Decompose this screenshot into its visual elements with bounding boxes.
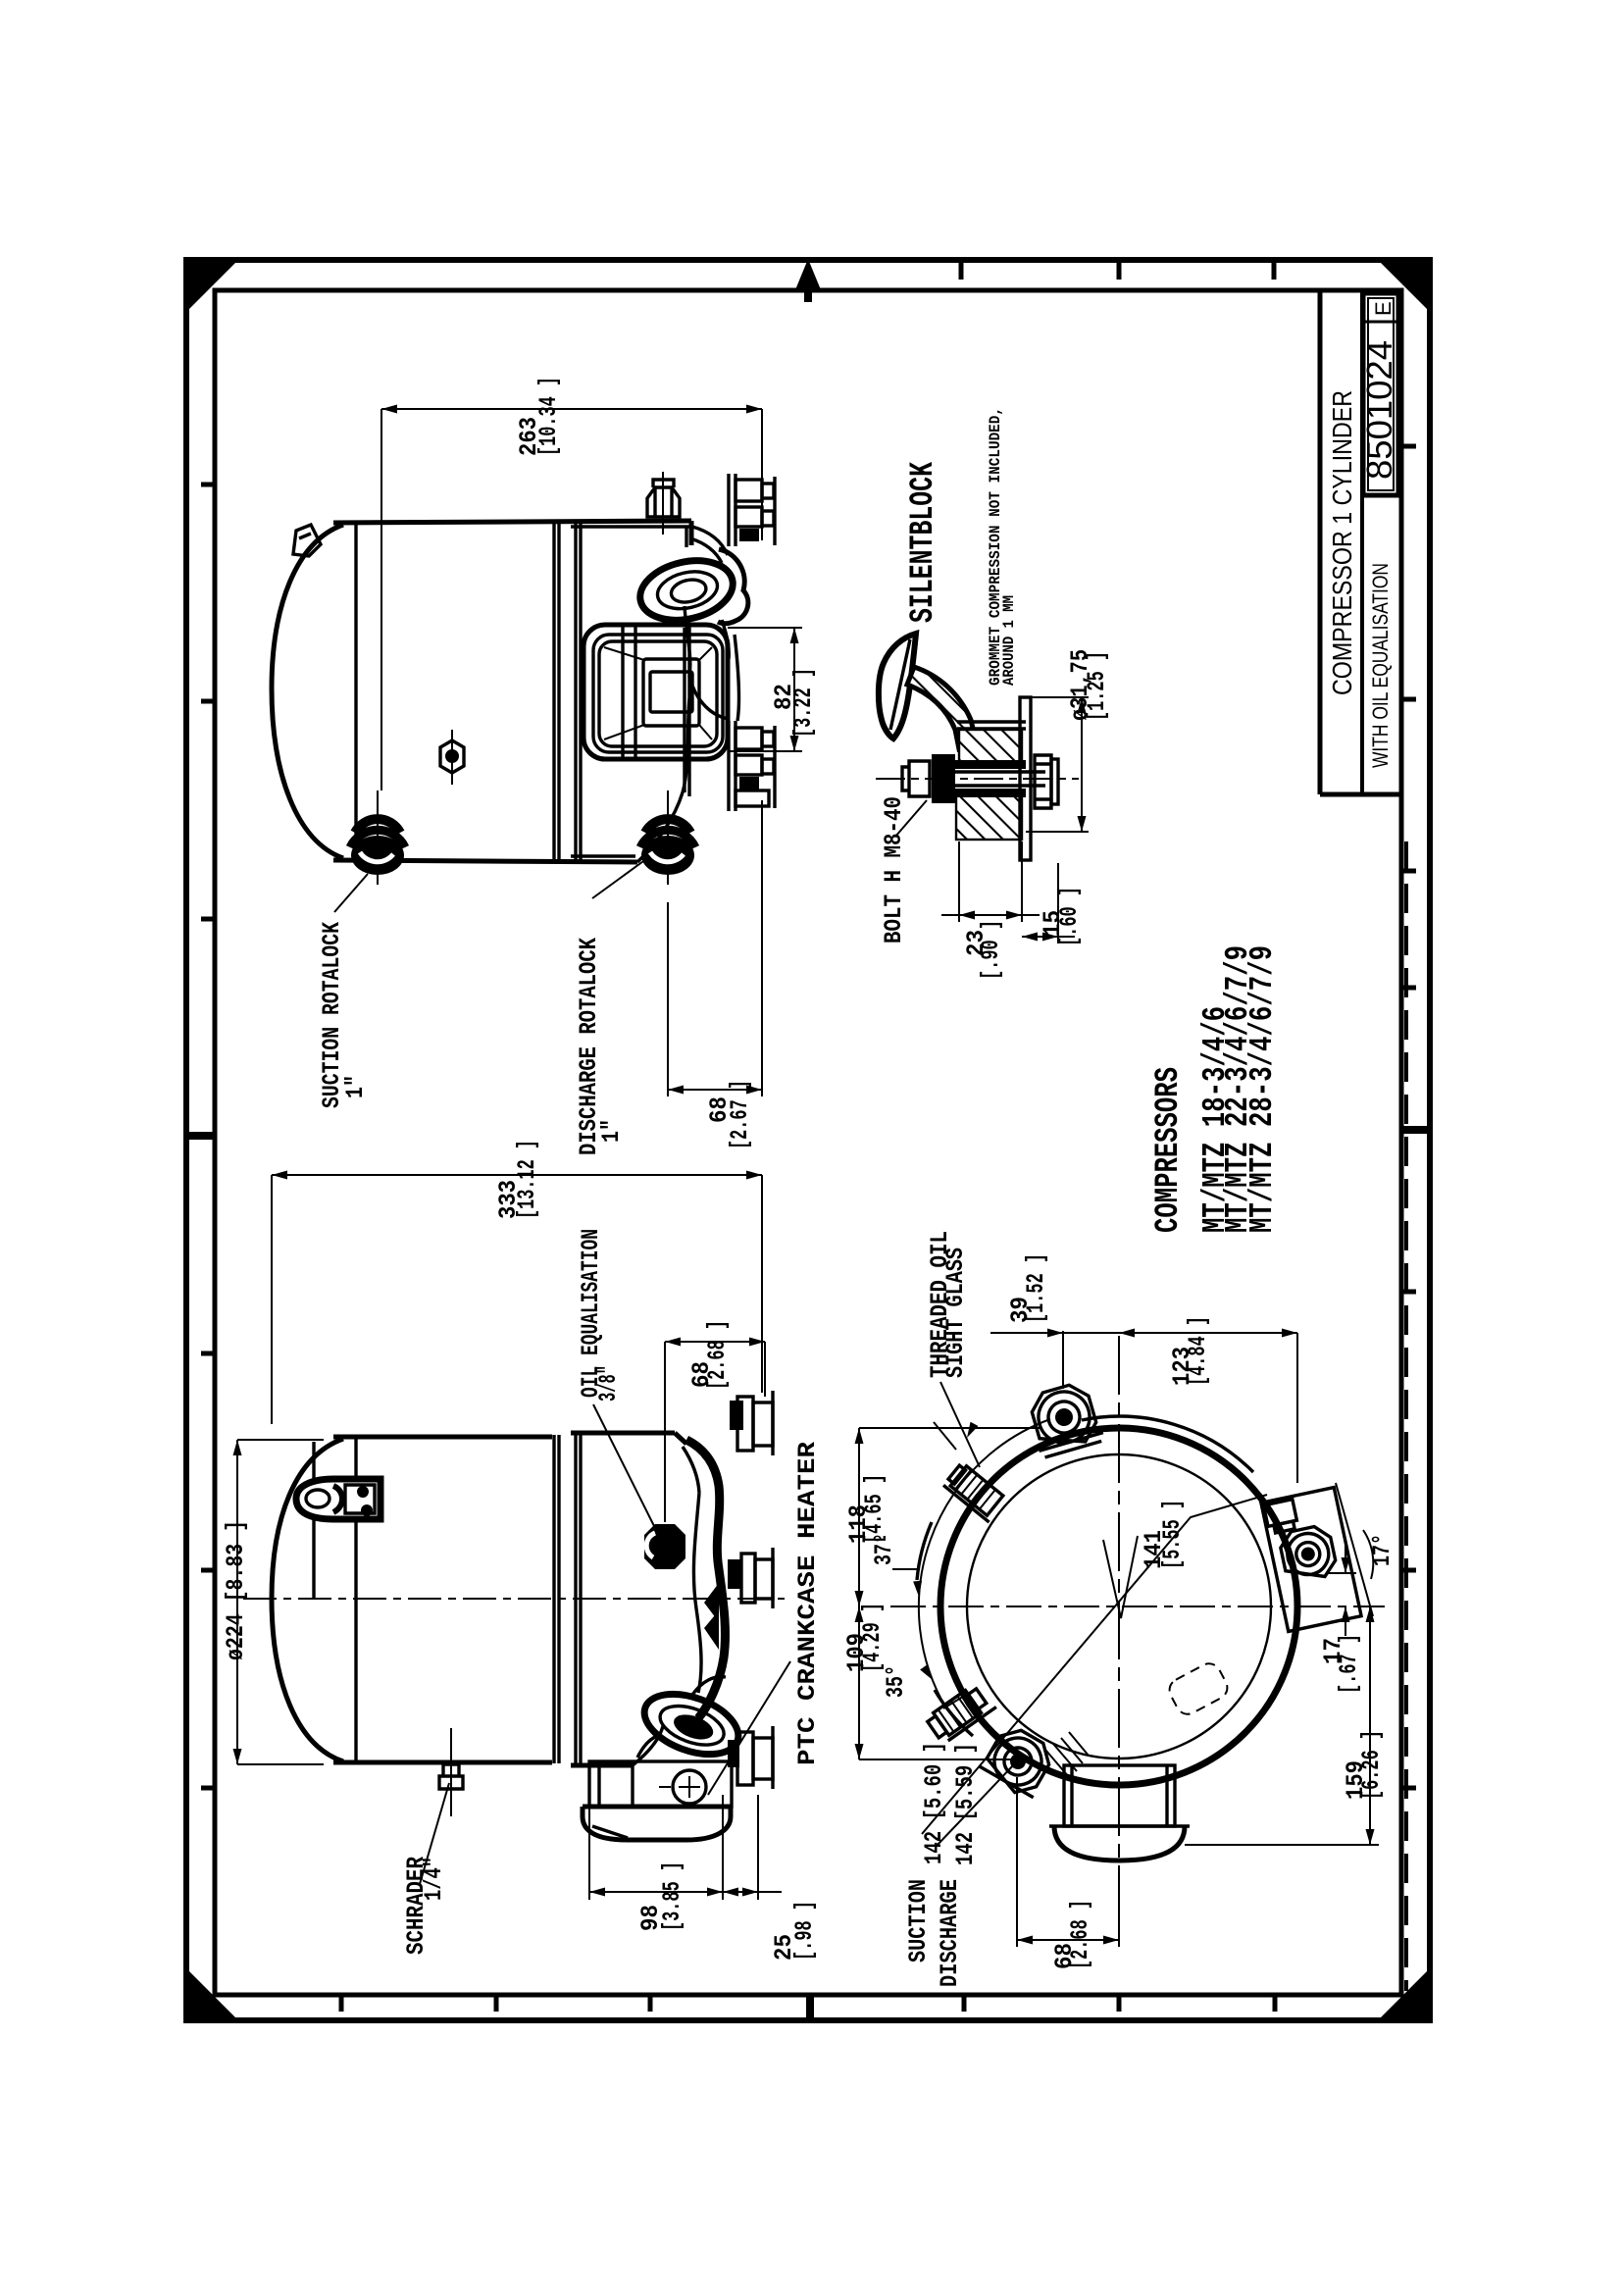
svg-text:[3.22 ]: [3.22 ] bbox=[789, 668, 818, 738]
svg-text:118: 118 bbox=[844, 1504, 873, 1544]
svg-text:SILENTBLOCK: SILENTBLOCK bbox=[905, 462, 942, 623]
svg-text:MT/MTZ 18-3/4/6: MT/MTZ 18-3/4/6 bbox=[1197, 1006, 1234, 1233]
svg-text:142 [5.60 ]: 142 [5.60 ] bbox=[920, 1742, 948, 1864]
svg-text:1": 1" bbox=[597, 1119, 626, 1143]
svg-text:68: 68 bbox=[687, 1361, 716, 1388]
svg-text:[4.65 ]: [4.65 ] bbox=[860, 1474, 888, 1544]
svg-text:159: 159 bbox=[1342, 1760, 1370, 1800]
svg-text:25: 25 bbox=[770, 1934, 798, 1961]
svg-text:17°: 17° bbox=[1368, 1534, 1396, 1566]
svg-text:15: 15 bbox=[1039, 910, 1067, 937]
svg-text:[3.85 ]: [3.85 ] bbox=[658, 1861, 686, 1931]
svg-text:BOLT H M8-40: BOLT H M8-40 bbox=[880, 796, 908, 943]
svg-text:[.60 ]: [.60 ] bbox=[1055, 887, 1084, 946]
svg-text:141: 141 bbox=[1140, 1530, 1168, 1569]
svg-text:[.67 ]: [.67 ] bbox=[1335, 1634, 1363, 1694]
svg-text:1/4": 1/4" bbox=[420, 1857, 448, 1901]
svg-text:82: 82 bbox=[770, 684, 798, 710]
svg-text:AROUND 1 MM: AROUND 1 MM bbox=[1000, 595, 1018, 686]
svg-text:17: 17 bbox=[1319, 1638, 1347, 1664]
svg-text:8501024: 8501024 bbox=[1359, 340, 1399, 480]
svg-text:SUCTION: SUCTION bbox=[904, 1879, 933, 1963]
svg-text:DISCHARGE: DISCHARGE bbox=[936, 1879, 964, 1987]
svg-text:SIGHT GLASS: SIGHT GLASS bbox=[941, 1248, 970, 1378]
svg-text:98: 98 bbox=[636, 1905, 665, 1931]
svg-text:142 [5.59 ]: 142 [5.59 ] bbox=[951, 1743, 980, 1865]
svg-text:OIL EQUALISATION: OIL EQUALISATION bbox=[577, 1229, 605, 1398]
svg-text:MT/MTZ 28-3/4/6/7/9: MT/MTZ 28-3/4/6/7/9 bbox=[1244, 945, 1281, 1233]
svg-text:[2.68 ]: [2.68 ] bbox=[703, 1320, 732, 1390]
svg-text:[13.12 ]: [13.12 ] bbox=[513, 1140, 541, 1219]
svg-text:DISCHARGE ROTALOCK: DISCHARGE ROTALOCK bbox=[575, 938, 603, 1155]
svg-text:[2.68 ]: [2.68 ] bbox=[1066, 1900, 1094, 1969]
svg-text:[6.26 ]: [6.26 ] bbox=[1357, 1730, 1386, 1800]
svg-text:23: 23 bbox=[962, 930, 990, 956]
svg-text:39: 39 bbox=[1006, 1297, 1035, 1323]
svg-text:COMPRESSOR 1 CYLINDER: COMPRESSOR 1 CYLINDER bbox=[1327, 390, 1357, 695]
svg-text:333: 333 bbox=[494, 1180, 523, 1219]
svg-text:MT/MTZ 22-3/4/6/7/9: MT/MTZ 22-3/4/6/7/9 bbox=[1220, 945, 1256, 1233]
svg-text:PTC CRANKCASE HEATER: PTC CRANKCASE HEATER bbox=[793, 1442, 822, 1765]
svg-text:E: E bbox=[1371, 301, 1396, 316]
svg-text:35°: 35° bbox=[882, 1665, 910, 1698]
svg-text:37°: 37° bbox=[870, 1533, 898, 1565]
svg-text:109: 109 bbox=[842, 1633, 871, 1672]
svg-text:SUCTION ROTALOCK: SUCTION ROTALOCK bbox=[318, 922, 346, 1108]
svg-text:[1.25 ]: [1.25 ] bbox=[1083, 651, 1111, 721]
svg-text:WITH OIL EQUALISATION: WITH OIL EQUALISATION bbox=[1368, 563, 1393, 768]
svg-text:[5.55 ]: [5.55 ] bbox=[1158, 1500, 1187, 1569]
svg-text:[4.29 ]: [4.29 ] bbox=[858, 1603, 887, 1672]
svg-text:SCHRADER: SCHRADER bbox=[402, 1857, 431, 1955]
svg-text:68: 68 bbox=[1050, 1943, 1079, 1969]
svg-text:THREADED OIL: THREADED OIL bbox=[926, 1231, 954, 1378]
svg-text:263: 263 bbox=[515, 417, 543, 456]
svg-text:ø224 [8.83 ]: ø224 [8.83 ] bbox=[222, 1520, 250, 1660]
svg-text:[1.52 ]: [1.52 ] bbox=[1022, 1253, 1050, 1323]
svg-text:3/8": 3/8" bbox=[594, 1365, 623, 1402]
svg-text:COMPRESSORS: COMPRESSORS bbox=[1150, 1067, 1188, 1233]
svg-text:123: 123 bbox=[1168, 1347, 1196, 1386]
svg-text:[2.67 ]: [2.67 ] bbox=[726, 1080, 754, 1149]
svg-text:[4.84 ]: [4.84 ] bbox=[1184, 1316, 1212, 1386]
svg-text:[10.34 ]: [10.34 ] bbox=[534, 377, 563, 456]
svg-text:1": 1" bbox=[341, 1075, 370, 1098]
svg-text:68: 68 bbox=[705, 1096, 734, 1123]
svg-text:GROMMET COMPRESSION NOT INCLUD: GROMMET COMPRESSION NOT INCLUDED, bbox=[987, 407, 1004, 686]
svg-text:ø31,75: ø31,75 bbox=[1066, 649, 1094, 721]
svg-text:[.98 ]: [.98 ] bbox=[790, 1901, 819, 1961]
svg-text:[.90 ]: [.90 ] bbox=[977, 920, 1005, 980]
